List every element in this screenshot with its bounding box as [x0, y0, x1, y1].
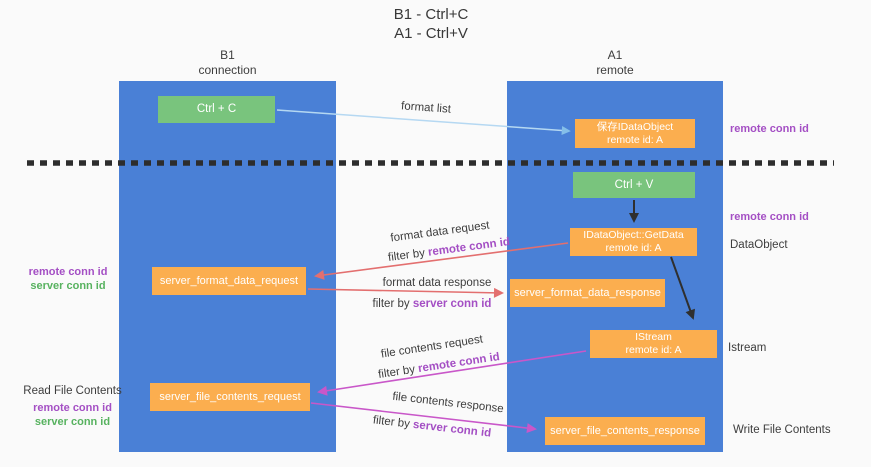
lane-b1-role: connection	[198, 63, 257, 77]
node-istream-line2: remote id: A	[625, 344, 682, 356]
right-label-remote-conn-id-1: remote conn id	[730, 123, 809, 135]
filter-by-text: filter by	[372, 414, 411, 431]
label-format-list: format list	[400, 100, 452, 116]
remote-conn-id-text: remote conn id	[427, 236, 511, 259]
diagram-title: B1 - Ctrl+C A1 - Ctrl+V	[331, 5, 531, 43]
node-server-file-contents-request: server_file_contents_request	[150, 383, 310, 411]
filter-by-text: filter by	[372, 298, 410, 310]
right-label-istream: Istream	[728, 342, 767, 354]
lane-a1-name: A1	[607, 48, 623, 62]
node-server-format-data-response: server_format_data_response	[510, 279, 665, 307]
left-remote-conn-id-2: remote conn id	[33, 402, 112, 414]
right-label-write-file-contents: Write File Contents	[733, 424, 831, 436]
lane-b1-name: B1	[220, 48, 235, 62]
node-getdata-line2: remote id: A	[605, 242, 662, 254]
node-server-format-data-request: server_format_data_request	[152, 267, 306, 295]
left-label-conn-ids-1: remote conn id server conn id	[18, 265, 118, 293]
server-conn-id-text: server conn id	[412, 418, 492, 440]
remote-conn-id-text: remote conn id	[417, 350, 501, 376]
label-file-contents-response: file contents response	[391, 390, 505, 416]
node-ctrl-v-label: Ctrl + V	[614, 178, 654, 191]
server-conn-id-text: server conn id	[412, 298, 492, 310]
node-ctrl-c: Ctrl + C	[158, 96, 275, 123]
left-read-file-contents: Read File Contents	[23, 385, 122, 397]
filter-by-text: filter by	[387, 247, 426, 264]
node-format-request-label: server_format_data_request	[159, 274, 299, 287]
right-label-remote-conn-id-2: remote conn id	[730, 211, 809, 223]
left-server-conn-id-1: server conn id	[30, 280, 106, 292]
title-line-1: B1 - Ctrl+C	[393, 6, 469, 23]
format-data-response-arrow	[307, 287, 504, 298]
left-server-conn-id-2: server conn id	[34, 416, 111, 428]
label-format-data-response: format data response	[382, 277, 492, 289]
node-istream: IStream remote id: A	[590, 330, 717, 358]
node-ctrl-v: Ctrl + V	[573, 172, 695, 198]
node-file-request-label: server_file_contents_request	[159, 390, 301, 403]
node-ctrl-c-label: Ctrl + C	[196, 103, 237, 115]
node-getdata-line1: IDataObject::GetData	[583, 229, 684, 241]
lane-a1-role: remote	[596, 63, 634, 77]
label-filter-server-2: filter by server conn id	[372, 414, 492, 439]
left-label-read-file-contents-block: Read File Contents remote conn id server…	[15, 384, 130, 429]
node-save-idataobject: 保存IDataObject remote id: A	[575, 119, 695, 148]
lane-header-a1: A1 remote	[507, 48, 723, 78]
node-istream-line1: IStream	[635, 331, 672, 343]
node-file-response-label: server_file_contents_response	[550, 424, 700, 437]
right-label-dataobject: DataObject	[730, 239, 788, 251]
node-format-response-label: server_format_data_response	[514, 286, 661, 299]
node-save-idataobject-line2: remote id: A	[606, 133, 664, 146]
node-server-file-contents-response: server_file_contents_response	[545, 417, 705, 445]
node-idataobject-getdata: IDataObject::GetData remote id: A	[570, 228, 697, 256]
lane-header-b1: B1 connection	[119, 48, 336, 78]
node-save-idataobject-line1: 保存IDataObject	[596, 120, 674, 133]
title-line-2: A1 - Ctrl+V	[394, 25, 468, 42]
filter-by-text: filter by	[377, 363, 416, 382]
left-remote-conn-id-1: remote conn id	[28, 266, 108, 278]
label-filter-server-1: filter by server conn id	[373, 298, 492, 310]
